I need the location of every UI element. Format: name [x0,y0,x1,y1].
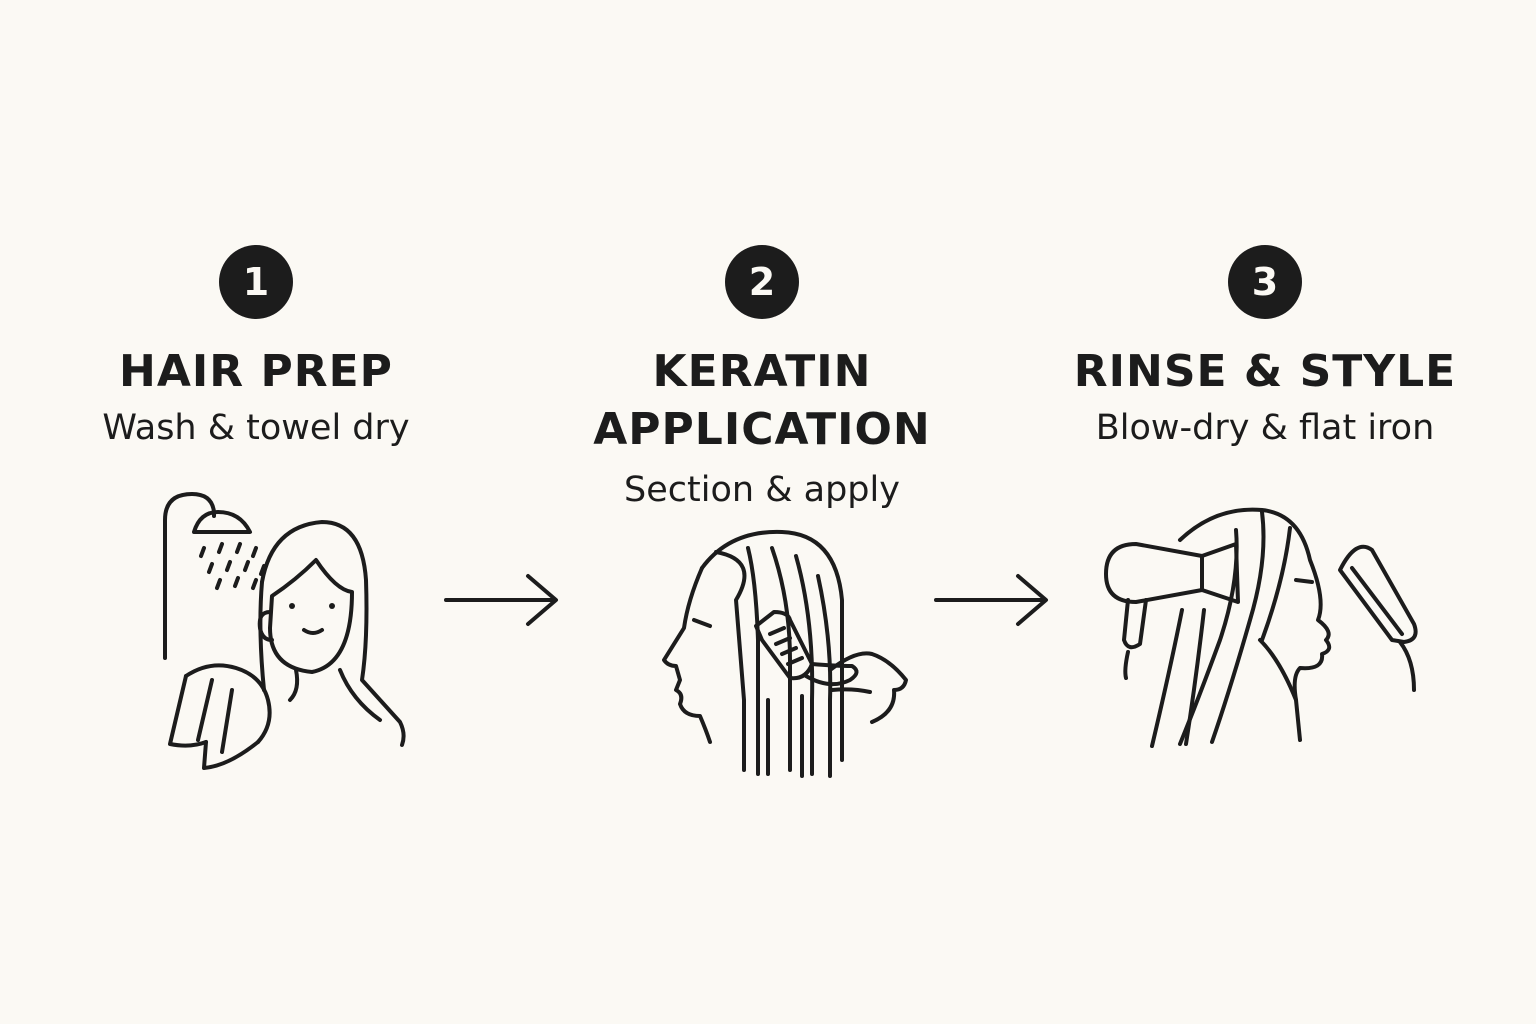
blow-dryer-flat-iron-icon [1104,507,1418,748]
step-number-badge: 3 [1228,245,1302,319]
step-subtitle: Section & apply [624,470,900,510]
arrow-right-icon [444,574,558,626]
step-title: HAIR PREP [119,346,393,397]
step-subtitle: Wash & towel dry [102,408,410,448]
step-subtitle: Blow-dry & flat iron [1095,408,1435,448]
step-number-badge: 2 [725,245,799,319]
step-number-badge: 1 [219,245,293,319]
step-title: RINSE & STYLE [1073,346,1457,397]
step-title: KERATIN APPLICATION [593,346,931,455]
shower-towel-icon [163,492,406,770]
arrow-right-icon [934,574,1048,626]
comb-application-icon [662,529,908,778]
